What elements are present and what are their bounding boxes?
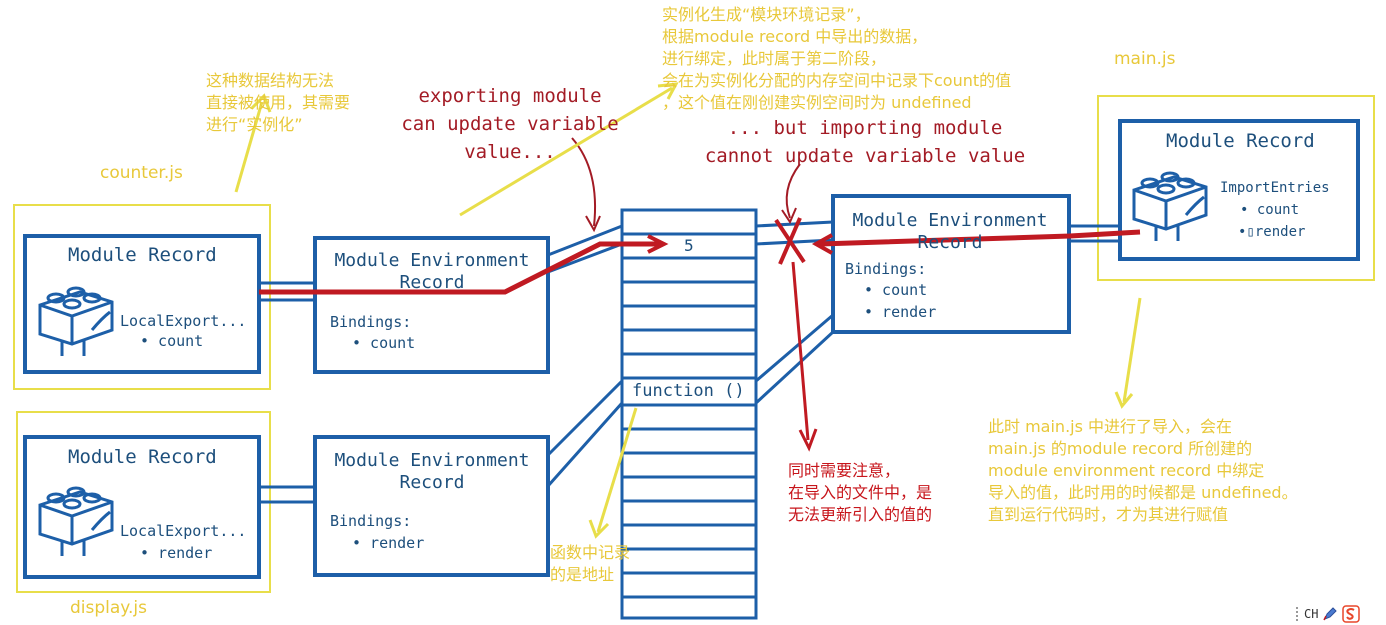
memory-grid: [620, 208, 758, 620]
arrow-head: [811, 233, 833, 255]
annotation-line: 进行绑定，此时属于第二阶段，: [662, 49, 887, 68]
red-note-arrow: [791, 261, 810, 441]
main-env-box: [831, 194, 1071, 334]
annotation-line: 实例化生成“模块环境记录”，: [662, 5, 871, 24]
display-file-label: display.js: [70, 598, 147, 618]
main-import-annotation: 此时 main.js 中进行了导入，会在 main.js 的module rec…: [988, 416, 1298, 526]
main-record-import-item: •▯render: [1238, 224, 1306, 240]
sogou-s-icon[interactable]: [1342, 605, 1361, 623]
main-env-bindings-label: Bindings:: [845, 260, 927, 278]
counter-env-title-line1: Module Environment: [334, 250, 530, 271]
annotation-line: main.js 的module record 所创建的: [988, 439, 1253, 458]
export-flow-arrow: [259, 241, 660, 295]
ime-grip-icon: [1296, 607, 1300, 621]
counter-module-record-box: [23, 234, 261, 374]
arrow-head: [647, 234, 669, 254]
display-env-box: [313, 435, 550, 577]
arrow-head: [585, 215, 601, 233]
ime-pen-icon[interactable]: [1322, 606, 1338, 622]
annotation-line: 在导入的文件中，是: [788, 483, 933, 502]
annotation-line: module environment record 中绑定: [988, 461, 1265, 480]
arrow-head: [781, 207, 797, 225]
blocked-cross-icon: [774, 217, 806, 265]
annotation-line: 直接被使用，其需要: [206, 93, 351, 112]
display-env-title-line2: Record: [399, 472, 465, 493]
annotation-line: 导入的值，此时用的时候都是 undefined。: [988, 483, 1298, 502]
display-env-binding: • render: [352, 534, 425, 552]
arrow-head: [798, 428, 818, 452]
importing-note-line1: ... but importing module: [727, 117, 1003, 139]
counter-record-export-item: • count: [140, 332, 204, 350]
importing-note-line2: cannot update variable value: [704, 145, 1026, 167]
counter-env-title-line2: Record: [399, 272, 465, 293]
main-file-label: main.js: [1114, 49, 1176, 69]
display-env-title: Module Environment Record: [318, 450, 546, 494]
main-env-binding: • render: [864, 303, 937, 321]
main-env-title: Module Environment Record: [836, 210, 1064, 254]
annotation-line: 此时 main.js 中进行了导入，会在: [988, 417, 1233, 436]
exporting-note-line2: can update variable value...: [401, 113, 619, 163]
memory-value-cell: 5: [684, 236, 694, 255]
import-flow-arrow: [819, 229, 1141, 247]
memory-function-cell: function (): [630, 381, 747, 401]
display-record-exports-label: LocalExport...: [120, 522, 247, 540]
annotation-line: 直到运行代码时，才为其进行赋值: [988, 505, 1229, 524]
annotation-line: 会在为实例化分配的内存空间中记录下count的值: [662, 71, 1012, 90]
counter-env-binding: • count: [352, 334, 416, 352]
main-module-record-box: [1118, 119, 1360, 261]
lego-brick-icon: [1132, 171, 1208, 241]
annotation-line: 无法更新引入的值的: [788, 505, 933, 524]
connector-lines: [259, 220, 1120, 504]
main-env-binding: • count: [864, 281, 928, 299]
annotation-line: 这种数据结构无法: [206, 71, 335, 90]
main-env-title-line1: Module Environment: [852, 210, 1048, 231]
annotation-line: 进行“实例化”: [206, 115, 303, 134]
annotation-line: ，这个值在刚创建实例空间时为 undefined: [662, 93, 972, 112]
function-address-annotation: 函数中记录 的是地址: [550, 542, 630, 586]
counter-file-label: counter.js: [100, 163, 183, 183]
counter-frame: [13, 204, 271, 390]
exporting-note-line1: exporting module: [418, 85, 602, 107]
main-env-title-line2: Record: [917, 232, 983, 253]
counter-record-exports-label: LocalExport...: [120, 312, 247, 330]
note-pointer: [785, 163, 801, 219]
counter-env-box: [313, 236, 550, 374]
counter-env-title: Module Environment Record: [318, 250, 546, 294]
main-record-title: Module Record: [1166, 130, 1315, 152]
display-module-record-box: [23, 435, 261, 579]
annotation-line: 同时需要注意，: [788, 461, 901, 480]
annotation-arrows: [234, 82, 1142, 539]
lego-brick-icon: [38, 286, 114, 356]
display-env-title-line1: Module Environment: [334, 450, 530, 471]
main-record-imports-label: ImportEntries: [1220, 180, 1330, 196]
display-record-export-item: • render: [140, 544, 213, 562]
instantiate-annotation: 这种数据结构无法 直接被使用，其需要 进行“实例化”: [206, 70, 350, 136]
main-record-import-item: • count: [1240, 202, 1300, 218]
main-frame: [1097, 95, 1375, 281]
display-record-title: Module Record: [68, 446, 217, 468]
annotation-line: 根据module record 中导出的数据，: [662, 27, 928, 46]
exporting-note: exporting module can update variable val…: [350, 82, 670, 166]
cannot-update-annotation: 同时需要注意， 在导入的文件中，是 无法更新引入的值的: [788, 460, 932, 526]
ime-indicator[interactable]: CH: [1296, 604, 1361, 624]
display-env-bindings-label: Bindings:: [330, 512, 412, 530]
importing-note: ... but importing module cannot update v…: [700, 114, 1030, 170]
lego-brick-icon: [38, 486, 114, 556]
instantiation-annotation: 实例化生成“模块环境记录”， 根据module record 中导出的数据， 进…: [662, 4, 1011, 114]
annotation-line: 的是地址: [550, 565, 615, 584]
annotation-line: 函数中记录: [550, 543, 631, 562]
counter-record-title: Module Record: [68, 244, 217, 266]
ime-language-label[interactable]: CH: [1304, 607, 1319, 621]
counter-env-bindings-label: Bindings:: [330, 313, 412, 331]
